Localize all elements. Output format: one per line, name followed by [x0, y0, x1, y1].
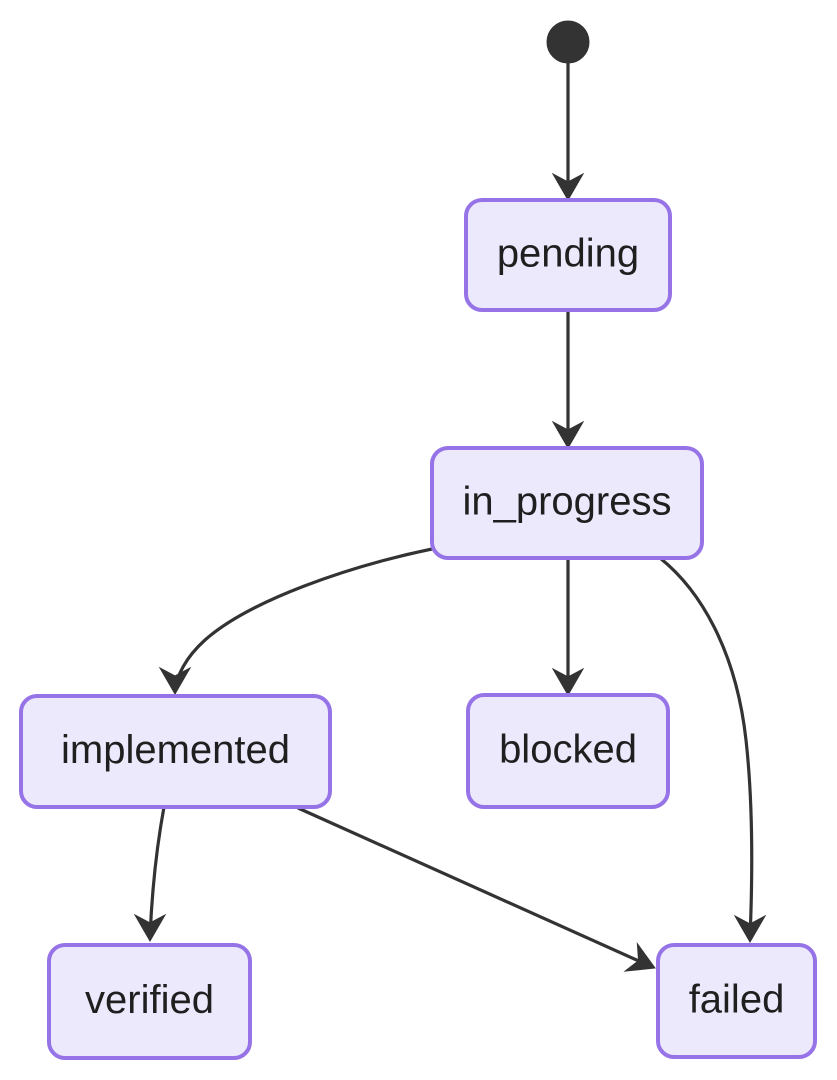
edge-implemented-to-verified: [133, 806, 167, 943]
state-node-box[interactable]: [19, 694, 332, 809]
edge-in_progress-to-blocked: [551, 558, 585, 697]
edge-start-to-pending: [551, 63, 585, 202]
edge-pending-to-in_progress: [551, 310, 585, 450]
edge-arrowhead: [623, 942, 656, 972]
state-node-box[interactable]: [466, 693, 670, 809]
state-node-box[interactable]: [430, 446, 704, 560]
edge-implemented-to-failed: [297, 806, 656, 972]
edge-arrowhead: [551, 420, 585, 450]
state-node-implemented[interactable]: implemented: [19, 694, 332, 809]
edge-in_progress-to-implemented: [158, 547, 433, 696]
state-node-verified[interactable]: verified: [47, 943, 252, 1060]
edge-line: [148, 806, 166, 938]
state-node-label: pending: [497, 232, 639, 276]
edge-line: [658, 556, 754, 939]
edge-arrowhead: [551, 667, 585, 697]
nodes-layer: pending in_progress implemented blocked veri…: [19, 20, 817, 1060]
state-node-box[interactable]: [464, 198, 672, 312]
state-node-label: verified: [85, 978, 214, 1022]
edge-in_progress-to-failed: [658, 556, 767, 944]
edge-arrowhead: [733, 914, 767, 944]
edge-arrowhead: [158, 666, 192, 696]
state-node-label: failed: [689, 978, 785, 1022]
state-node-in_progress[interactable]: in_progress: [430, 446, 704, 560]
edge-arrowhead: [133, 913, 167, 943]
edge-line: [297, 806, 651, 968]
start-state-icon: [546, 20, 590, 64]
state-node-box[interactable]: [47, 943, 252, 1060]
edges-layer: [133, 63, 767, 972]
state-node-label: implemented: [61, 728, 290, 772]
state-node-label: blocked: [499, 728, 637, 772]
edge-line: [173, 547, 433, 691]
state-node-pending[interactable]: pending: [464, 198, 672, 312]
edge-arrowhead: [551, 172, 585, 202]
state-node-label: in_progress: [462, 480, 671, 524]
state-node-blocked[interactable]: blocked: [466, 693, 670, 809]
state-node-failed[interactable]: failed: [656, 943, 817, 1059]
state-node-start[interactable]: [546, 20, 590, 64]
state-node-box[interactable]: [656, 943, 817, 1059]
